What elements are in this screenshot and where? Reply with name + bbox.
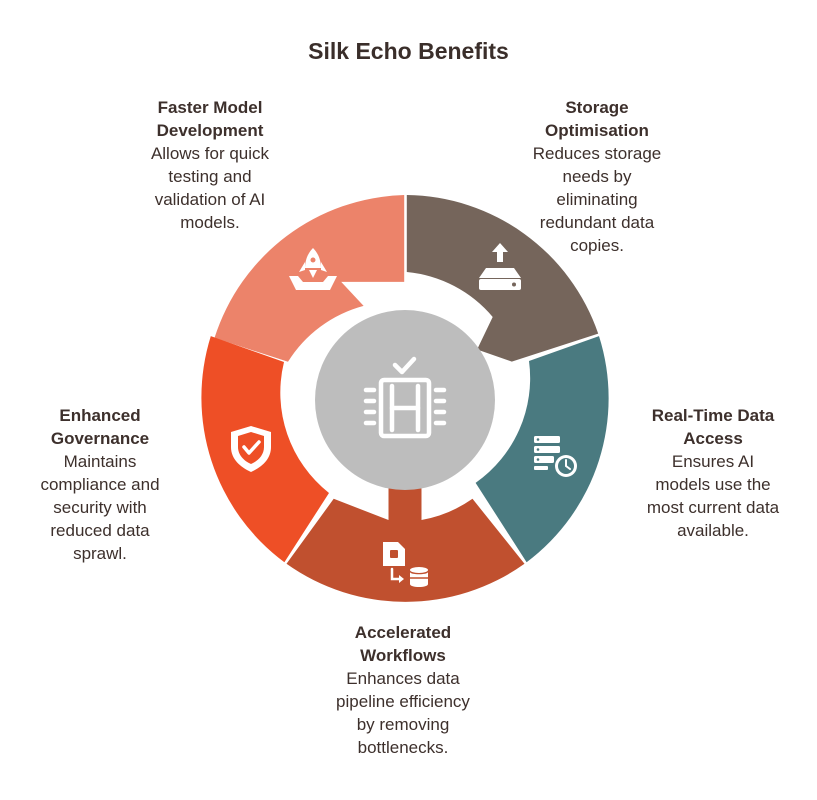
label-accelerated-workflows: Accelerated Workflows Enhances data pipe… — [303, 621, 503, 759]
rocket-icon — [289, 248, 337, 290]
description-line: security with — [53, 498, 147, 517]
description-line: copies. — [570, 236, 624, 255]
file-to-database-icon — [383, 542, 428, 587]
description-line: sprawl. — [73, 544, 127, 563]
description-line: reduced data — [50, 521, 150, 540]
description-line: Enhances data — [346, 669, 460, 688]
heading-line: Real-Time Data — [651, 406, 775, 425]
description-line: pipeline efficiency — [336, 692, 470, 711]
heading-line: Enhanced — [59, 406, 141, 425]
heading-line: Storage — [565, 98, 629, 117]
description-line: models use the — [655, 475, 771, 494]
description-line: bottlenecks. — [357, 738, 449, 757]
diagram-title: Silk Echo Benefits — [308, 38, 509, 64]
label-enhanced-governance: Enhanced Governance Maintains compliance… — [0, 404, 200, 565]
segment-faster-model-development — [214, 195, 405, 362]
description-line: testing and — [168, 167, 252, 186]
description-line: Allows for quick — [150, 144, 270, 163]
heading-line: Workflows — [360, 646, 446, 665]
heading-line: Governance — [50, 429, 150, 448]
description-line: Ensures AI — [671, 452, 755, 471]
server-clock-icon — [534, 436, 577, 477]
description-line: compliance and — [40, 475, 160, 494]
label-real-time-data-access: Real-Time Data Access Ensures AI models … — [613, 404, 813, 542]
heading-line: Development — [156, 121, 264, 140]
storage-upload-icon — [479, 243, 521, 290]
description-line: Maintains — [63, 452, 137, 471]
description-line: models. — [180, 213, 240, 232]
description-line: available. — [677, 521, 749, 540]
heading-line: Optimisation — [545, 121, 649, 140]
segment-storage-optimisation — [406, 195, 599, 362]
film-strip-check-icon — [363, 356, 447, 439]
center-hub — [315, 310, 495, 490]
heading-line: Accelerated — [354, 623, 452, 642]
description-line: Reduces storage — [532, 144, 662, 163]
description-line: needs by — [562, 167, 632, 186]
heading-line: Access — [683, 429, 743, 448]
description-line: most current data — [646, 498, 780, 517]
description-line: redundant data — [539, 213, 655, 232]
description-line: by removing — [356, 715, 450, 734]
heading-line: Faster Model — [157, 98, 263, 117]
label-storage-optimisation: Storage Optimisation Reduces storage nee… — [497, 96, 697, 257]
description-line: eliminating — [556, 190, 638, 209]
label-faster-model-development: Faster Model Development Allows for quic… — [110, 96, 310, 234]
shield-check-icon — [231, 426, 271, 472]
description-line: validation of AI — [154, 190, 266, 209]
segment-accelerated-workflows — [286, 478, 525, 602]
